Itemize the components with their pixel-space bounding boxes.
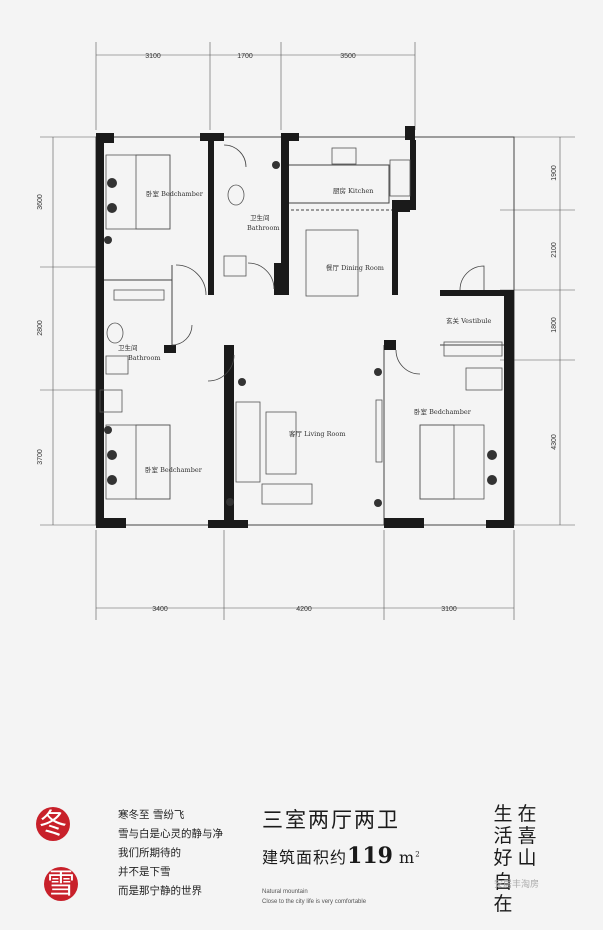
slogan-col-3: 自在 (493, 871, 513, 915)
doors (171, 144, 485, 382)
slogan-col-2: 在喜山 (517, 803, 537, 869)
area-sup: 2 (415, 850, 421, 859)
room-bathroom-2-en: Bathroom (128, 354, 161, 362)
poem-line: 我们所期待的 (118, 847, 181, 859)
dim-left-1: 3600 (37, 194, 44, 210)
room-living: 客厅 Living Room (289, 429, 346, 438)
dim-bottom-2: 4200 (296, 606, 312, 613)
dim-right-2: 2100 (551, 242, 558, 258)
bedside-lamps (104, 161, 497, 507)
dim-left-2: 2800 (37, 320, 44, 336)
slogan-col-1: 生活好 (493, 803, 513, 869)
dim-right-3: 1800 (551, 317, 558, 333)
area-unit: m (399, 848, 416, 867)
dim-bottom-3: 3100 (441, 606, 457, 613)
room-bathroom-1: 卫生间 (250, 213, 270, 222)
seal-snow: 雪 (44, 867, 78, 901)
dim-top-1: 3100 (145, 53, 161, 60)
room-bathroom-2: 卫生间 (118, 343, 138, 352)
room-vestibule: 玄关 Vestibule (446, 316, 491, 325)
poem-line: 寒冬至 雪纷飞 (118, 809, 185, 821)
english-line-1: Natural mountain (262, 889, 308, 895)
dim-top-2: 1700 (237, 53, 253, 60)
dim-right-1: 1900 (551, 165, 558, 181)
area-line: 建筑面积约119 m2 (262, 843, 421, 869)
english-line-2: Close to the city life is very comfortab… (262, 899, 367, 905)
dim-right-4: 4300 (551, 434, 558, 450)
poem: 寒冬至 雪纷飞 雪与白是心灵的静与净 我们所期待的 并不是下雪 而是那宁静的世界 (118, 806, 223, 901)
seal-winter: 冬 (36, 807, 70, 841)
poem-line: 并不是下雪 (118, 866, 171, 878)
dim-left-3: 3700 (37, 449, 44, 465)
room-bedroom-nw: 卧室 Bedchamber (146, 189, 204, 198)
room-kitchen: 厨房 Kitchen (333, 186, 373, 195)
dim-top-3: 3500 (340, 53, 356, 60)
area-value: 119 (347, 843, 393, 869)
layout-title: 三室两厅两卫 (262, 808, 400, 832)
room-dining: 餐厅 Dining Room (326, 263, 384, 272)
furniture (99, 147, 503, 505)
room-bedroom-sw: 卧室 Bedchamber (145, 465, 203, 474)
poem-line: 雪与白是心灵的静与净 (118, 828, 223, 840)
dimension-lines (40, 42, 575, 620)
room-bathroom-1-en: Bathroom (247, 224, 280, 232)
room-bedroom-se: 卧室 Bedchamber (414, 407, 472, 416)
walls (96, 126, 514, 528)
watermark: 安居丰淘房 (494, 879, 540, 889)
floor-plan: 3100 1700 3500 3400 4200 3100 3600 2800 … (37, 42, 575, 620)
area-prefix: 建筑面积约 (262, 848, 348, 867)
dim-bottom-1: 3400 (152, 606, 168, 613)
poem-line: 而是那宁静的世界 (118, 885, 202, 897)
